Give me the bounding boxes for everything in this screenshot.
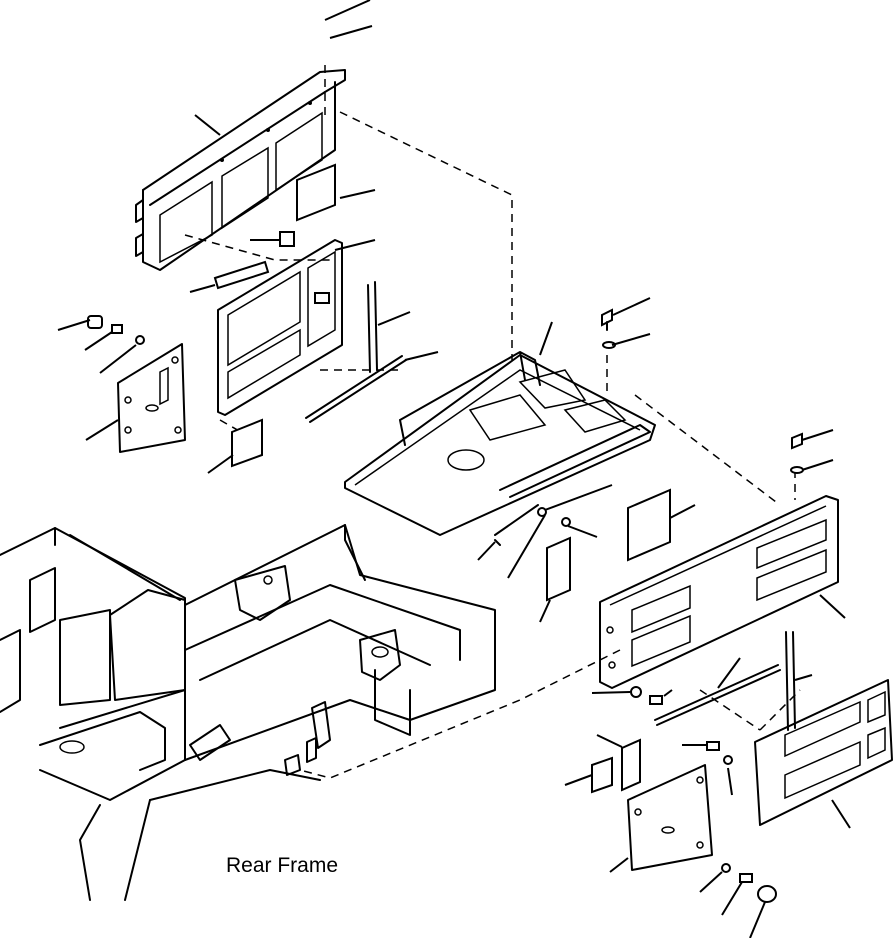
middle-frame-panel	[217, 239, 343, 416]
small-pad	[279, 231, 295, 247]
fastener-group-lower	[630, 686, 777, 903]
cover-plate-upper	[296, 163, 336, 222]
left-side-plate	[117, 343, 186, 453]
diagram-caption: Rear Frame	[226, 854, 339, 877]
strip-plate	[213, 260, 270, 290]
upper-frame-panel	[135, 69, 346, 271]
lower-small-plate-a	[621, 738, 641, 792]
vertical-rod	[367, 281, 378, 373]
lower-diagonal-rod	[654, 664, 781, 726]
diagonal-rod	[305, 355, 407, 423]
assembly-guide-lines	[184, 65, 801, 779]
right-cover-plate	[627, 488, 671, 562]
lower-right-panel	[754, 679, 893, 826]
fastener-group-right	[790, 432, 804, 474]
fastener-group-left	[87, 315, 145, 345]
small-cover-pad	[231, 418, 263, 468]
center-floor-plate	[344, 351, 656, 536]
right-rear-panel	[599, 495, 839, 689]
leader-lines	[57, 0, 851, 938]
lower-small-plate-b	[591, 756, 613, 794]
vertical-cover-plate	[546, 536, 571, 602]
lower-vertical-rod	[785, 631, 796, 731]
rear-frame	[0, 524, 496, 901]
lower-cover-plate	[627, 764, 713, 871]
fastener-group-center	[494, 308, 616, 546]
